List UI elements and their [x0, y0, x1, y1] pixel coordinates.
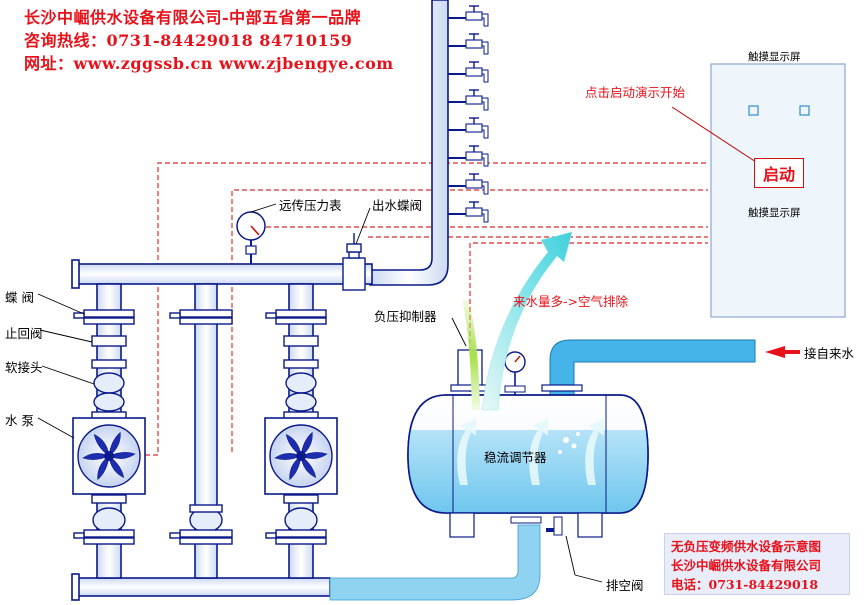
- start-button[interactable]: 启动: [754, 158, 804, 188]
- info-title: 无负压变频供水设备示意图: [671, 539, 822, 554]
- leader-lines: [37, 203, 603, 583]
- info-box: 无负压变频供水设备示意图 长沙中崛供水设备有限公司 电话：0731-844290…: [664, 533, 850, 595]
- impeller-icon: [274, 431, 328, 481]
- pump-left: [72, 417, 146, 495]
- tap-icon: [448, 89, 489, 111]
- outlet-butterfly-valve: [342, 233, 366, 291]
- info-company: 长沙中崛供水设备有限公司: [671, 558, 822, 573]
- impeller-blade: [97, 455, 110, 481]
- impeller-blade: [108, 455, 125, 479]
- label-pressure-gauge: 远传压力表: [279, 198, 342, 213]
- company-title: 长沙中崛供水设备有限公司-中部五省第一品牌: [24, 8, 362, 27]
- impeller-blade: [300, 452, 328, 459]
- tap-icon: [448, 117, 489, 139]
- website[interactable]: 网址：www.zggssb.cn www.zjbengye.com: [24, 54, 394, 73]
- hotline: 咨询热线：0731-84429018 84710159: [24, 31, 353, 50]
- impeller-blade: [300, 455, 317, 479]
- label-air-exhaust: 来水量多->空气排除: [513, 294, 628, 309]
- label-butterfly-valve: 蝶 阀: [5, 290, 34, 305]
- floor-taps: [448, 5, 489, 223]
- inlet-pipe: [329, 339, 756, 601]
- remote-pressure-gauge: [236, 211, 266, 264]
- tap-icon: [448, 33, 489, 55]
- tap-icon: [448, 61, 489, 83]
- impeller-hub: [296, 451, 306, 461]
- impeller-blade: [82, 453, 110, 460]
- impeller-blade: [285, 433, 302, 457]
- tap-icon: [448, 5, 489, 27]
- label-water-pump: 水 泵: [5, 413, 34, 428]
- label-outlet-valve: 出水蝶阀: [372, 198, 423, 213]
- tap-icon: [448, 145, 489, 167]
- impeller-blade: [108, 431, 121, 457]
- label-inlet: 接自来水: [804, 346, 855, 361]
- label-stabilizer: 稳流调节器: [484, 450, 547, 465]
- demo-prompt: 点击启动演示开始: [585, 85, 686, 100]
- impeller-blade: [93, 433, 110, 457]
- column-fittings: [73, 309, 327, 545]
- flow-arrows: [457, 231, 800, 485]
- label-suppressor: 负压抑制器: [374, 309, 437, 324]
- label-drain-valve: 排空阀: [606, 578, 644, 593]
- label-soft-joint: 软接头: [5, 360, 43, 375]
- stabilizer-tank: [407, 349, 649, 538]
- touch-screen-panel: [671, 63, 846, 318]
- impeller-blade: [274, 453, 302, 460]
- impeller-blade: [300, 431, 313, 457]
- impeller-hub: [104, 451, 114, 461]
- pump-right: [264, 417, 338, 495]
- info-phone: 电话：0731-84429018: [671, 577, 819, 592]
- screen-title-top: 触摸显示屏: [748, 51, 801, 63]
- tap-icon: [448, 201, 489, 223]
- impeller-blade: [108, 452, 136, 459]
- tap-icon: [448, 173, 489, 195]
- impeller-icon: [82, 431, 136, 481]
- label-check-valve: 止回阀: [5, 326, 43, 341]
- impeller-blade: [289, 455, 302, 481]
- screen-title-bottom: 触摸显示屏: [748, 207, 801, 219]
- riser-pipe: [369, 0, 449, 286]
